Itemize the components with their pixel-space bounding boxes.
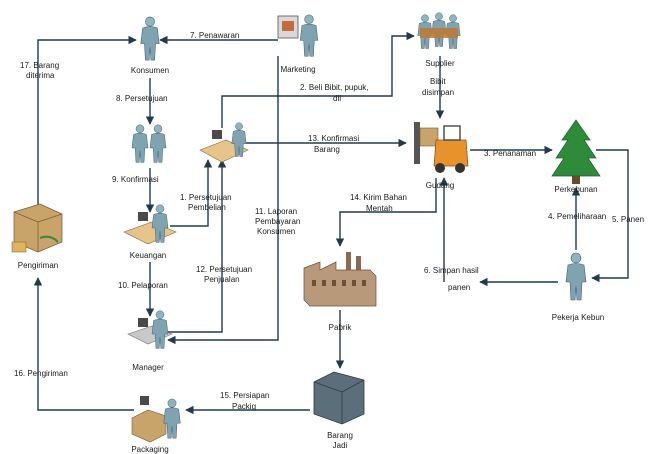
pengiriman-label: Pengiriman	[18, 261, 58, 270]
flow-11-label-2: Pembayaran	[255, 217, 300, 226]
flow-1-label-1: 1. Persetujuan	[180, 193, 232, 202]
flow-16-label: 16. Pengiriman	[14, 369, 68, 378]
barang-jadi-label-2: Jadi	[333, 441, 348, 450]
monitor-icon	[212, 130, 222, 139]
flow-13-label-2: Barang	[314, 145, 340, 154]
forklift-icon	[434, 140, 468, 166]
flow-3-label: 3. Penanaman	[484, 149, 536, 158]
monitor-icon	[140, 396, 149, 405]
flow-12-line	[168, 160, 222, 332]
gudang-label: Gudang	[426, 181, 454, 190]
bibit-label-2: disimpan	[422, 88, 454, 97]
monitor-icon	[138, 318, 148, 327]
bibit-label-1: Bibit	[430, 77, 446, 86]
box-icon	[314, 372, 364, 424]
flow-12-label-1: 12. Persetujuan	[196, 265, 252, 274]
persetujuan-people	[132, 125, 166, 163]
manager-node: Manager	[128, 311, 172, 372]
pabrik-label: Pabrik	[329, 323, 353, 332]
flow-8-label: 8. Persetujuan	[116, 94, 168, 103]
forklift-mast-icon	[414, 122, 420, 164]
flow-1-label-2: Pembelian	[188, 203, 226, 212]
supplier-label: Supplier	[425, 59, 455, 68]
flow-14-label-1: 14. Kirim Bahan	[350, 193, 407, 202]
perkebunan-label: Perkebunan	[554, 185, 597, 194]
pekerja-label: Pekerja Kebun	[552, 313, 604, 322]
flow-6-label-1: 6. Simpan hasil	[424, 266, 479, 275]
flow-2-label-1: 2. Beli Bibit, pupuk,	[300, 83, 368, 92]
monitor-icon	[138, 212, 148, 221]
supplier-node: Supplier	[418, 13, 460, 68]
flow-14-label-2: Mentah	[366, 204, 393, 213]
tree-icon	[552, 120, 600, 176]
marketing-person-icon	[300, 15, 318, 56]
flow-5-label: 5. Panen	[612, 215, 644, 224]
manager-label: Manager	[132, 363, 164, 372]
flow-13-label-1: 13. Konfirmasi	[308, 134, 359, 143]
marketing-node: Marketing	[278, 15, 318, 74]
flow-12-label-2: Penjualan	[204, 275, 240, 284]
flow-4-label: 4. Pemeliharaan	[548, 212, 606, 221]
barang-jadi-label-1: Barang	[327, 431, 353, 440]
purchasing-desk-node	[200, 123, 248, 162]
flow-15-label-1: 15. Persiapan	[220, 391, 269, 400]
person-icon	[150, 125, 166, 163]
packaging-node: Packaging	[131, 396, 180, 454]
flow-10-label: 10. Pelaporan	[118, 281, 168, 290]
flow-17-label-1: 17. Barang	[20, 61, 59, 70]
flow-11-label-1: 11. Laporan	[255, 207, 297, 216]
manager-person-icon	[152, 311, 168, 349]
flow-17-label-2: diterima	[26, 71, 55, 80]
desk-icon	[124, 222, 176, 244]
pengiriman-node: Pengiriman	[12, 204, 62, 270]
flow-16-line	[38, 278, 134, 410]
flow-6-label-2: panen	[448, 283, 470, 292]
flow-9-label: 9. Konfirmasi	[112, 175, 159, 184]
pekerja-person-icon	[566, 253, 586, 300]
packaging-label: Packaging	[131, 445, 168, 454]
keuangan-node: Keuangan	[124, 205, 176, 260]
packaging-box-icon	[132, 410, 166, 442]
flow-11-label-3: Konsumen	[257, 227, 295, 236]
flow-2-label-2: dll	[333, 94, 341, 103]
flow-15-label-2: Packig	[232, 402, 256, 411]
keuangan-label: Keuangan	[130, 251, 166, 260]
flow-7-label: 7. Penawaran	[190, 31, 239, 40]
perkebunan-node: Perkebunan	[552, 120, 600, 194]
konsumen-label: Konsumen	[131, 66, 169, 75]
flow-2-line	[222, 36, 414, 128]
konsumen-person-icon	[141, 17, 159, 60]
barang-jadi-node: Barang Jadi	[314, 372, 364, 450]
person-icon	[132, 125, 148, 163]
gudang-node: Gudang	[414, 122, 468, 190]
marketing-label: Marketing	[280, 65, 315, 74]
pekerja-kebun-node: Pekerja Kebun	[552, 253, 604, 322]
konsumen-node: Konsumen	[131, 17, 169, 75]
